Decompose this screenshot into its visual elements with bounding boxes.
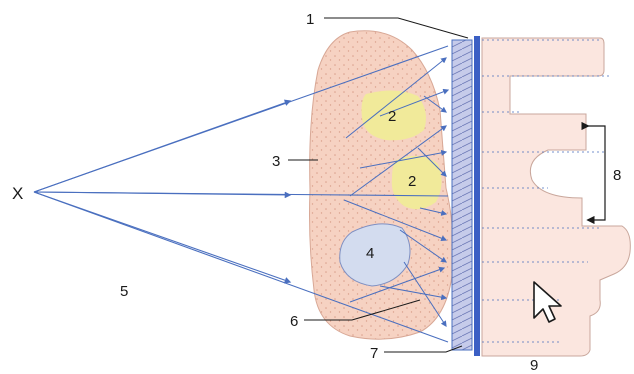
dimension-bracket-8 (581, 121, 606, 225)
label-2a: 2 (388, 108, 396, 125)
source-label-x: X (12, 184, 23, 203)
label-3: 3 (272, 153, 280, 170)
label-2b: 2 (408, 173, 416, 190)
label-1: 1 (306, 11, 314, 28)
primary-rays (33, 45, 449, 343)
image-blocks (481, 37, 631, 357)
film (474, 36, 480, 356)
label-7: 7 (370, 345, 378, 362)
anti-scatter-grid (451, 39, 473, 351)
label-8: 8 (613, 167, 621, 184)
scatter-rays (343, 57, 450, 328)
dense-region-upper (361, 90, 426, 141)
label-9: 9 (530, 357, 538, 374)
leader-lines (288, 17, 469, 353)
label-6: 6 (290, 313, 298, 330)
lucent-region (339, 223, 411, 287)
mouse-cursor-icon (533, 281, 562, 323)
label-4: 4 (366, 245, 374, 262)
label-5: 5 (120, 283, 128, 300)
